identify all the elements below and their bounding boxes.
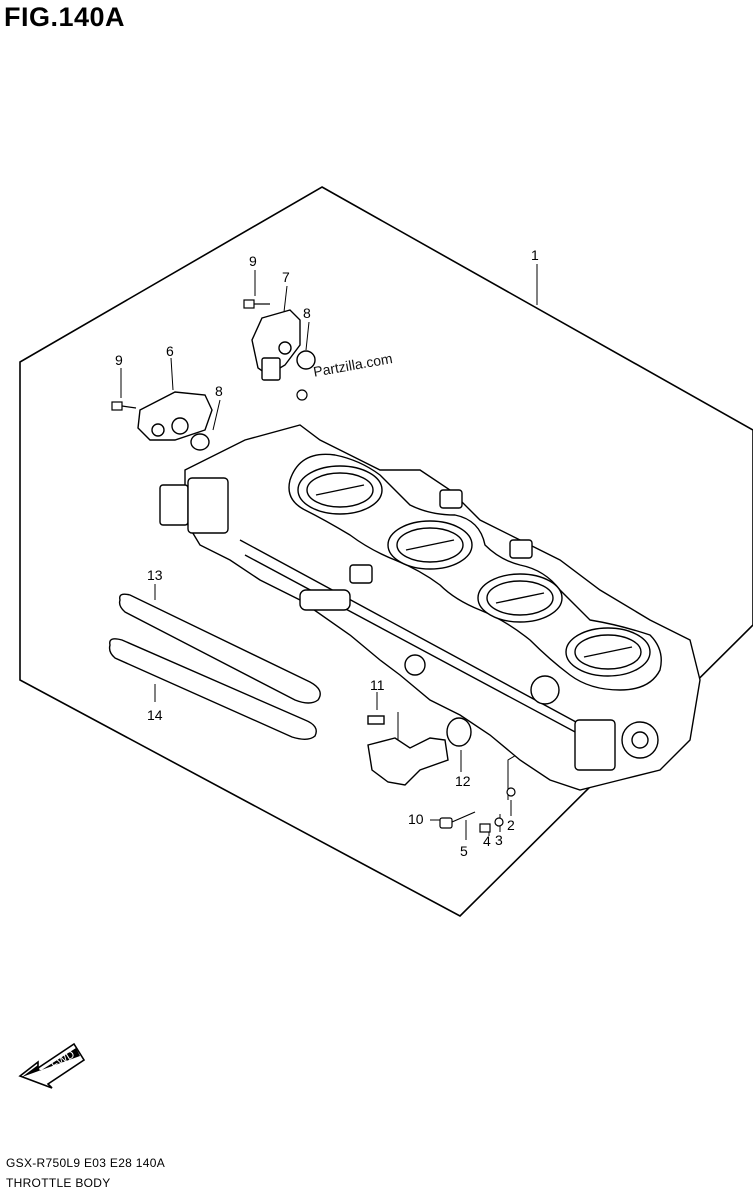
o-ring-8-lower [190,433,210,451]
callout-13: 13 [147,567,163,583]
model-code: GSX-R750L9 E03 E28 140A [6,1156,166,1170]
callout-10: 10 [408,811,424,827]
diagram-caption: THROTTLE BODY [6,1176,111,1190]
callout-2: 2 [507,817,515,833]
fwd-arrow-icon: FWD [18,1042,86,1089]
o-ring-12 [446,717,472,747]
screw-9-lower [111,401,137,411]
callout-5: 5 [460,843,468,859]
callout-3: 3 [495,832,503,848]
screw-10-assembly [439,787,516,833]
sensor-6 [137,391,213,441]
callout-12: 12 [455,773,471,789]
callout-labels: 1 2 3 4 5 6 7 8 8 9 9 10 11 12 13 14 [115,247,539,859]
seal-14 [108,638,317,740]
callout-14: 14 [147,707,163,723]
o-ring-small [296,389,308,401]
callout-9-upper: 9 [249,253,257,269]
o-ring-8-upper [296,350,316,370]
callout-7: 7 [282,269,290,285]
callout-8-lower: 8 [215,383,223,399]
assembly-boundary [19,186,753,917]
screw-9-upper [243,299,270,309]
callout-1: 1 [531,247,539,263]
callout-9-lower: 9 [115,352,123,368]
callout-11: 11 [370,677,385,693]
seal-13 [118,593,321,704]
sensor-7 [251,309,301,381]
callout-4: 4 [483,833,491,849]
leader-lines [120,264,551,840]
callout-8-upper: 8 [303,305,311,321]
figure-title: FIG.140A [4,2,126,32]
sensor-11 [367,715,449,786]
throttle-body [159,424,701,791]
callout-6: 6 [166,343,174,359]
